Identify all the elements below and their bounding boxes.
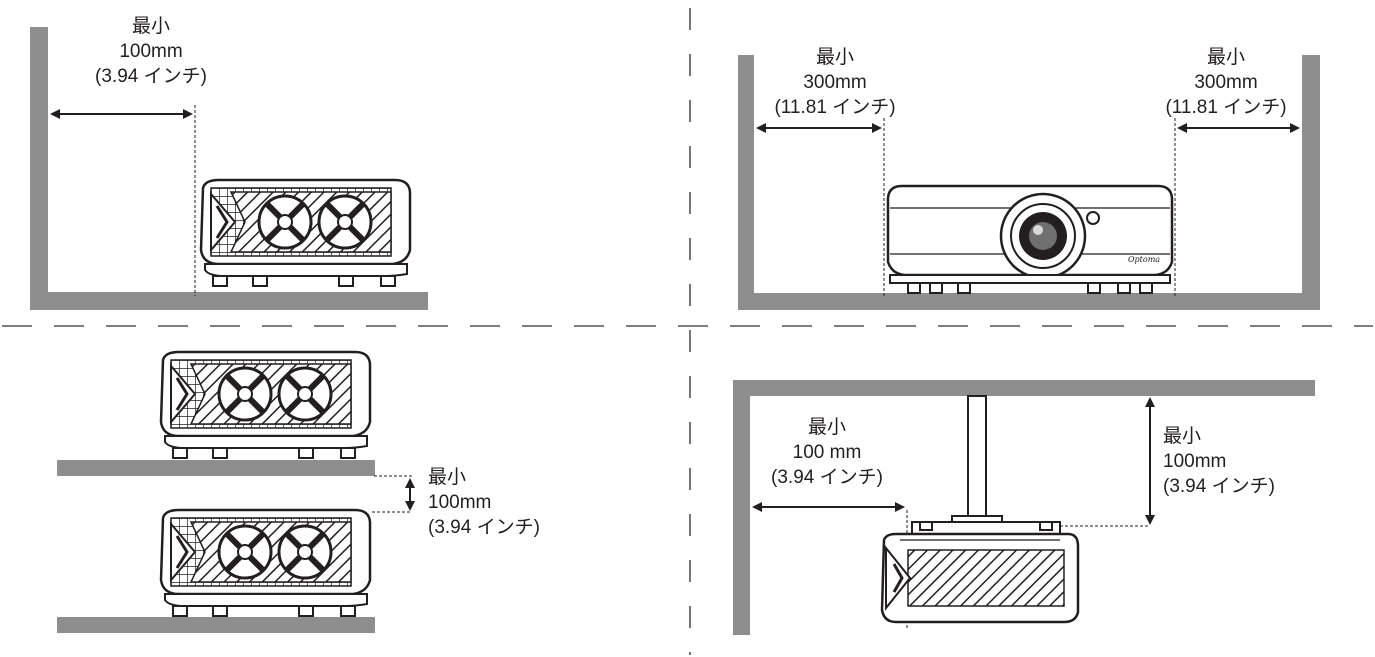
label-distance: 100mm [119, 41, 183, 62]
label-inches: (3.94 インチ) [95, 66, 207, 87]
clearance-label-ceiling-top: 最小 100mm (3.94 インチ) [1163, 424, 1313, 499]
label-inches: (11.81 インチ) [774, 97, 896, 118]
label-distance: 100mm [1163, 451, 1227, 472]
brand-logo: Optoma [1128, 255, 1160, 264]
projector-icon [201, 180, 410, 286]
quadrant-ceiling-clearance [733, 380, 1315, 635]
label-min: 最小 [807, 417, 846, 438]
quadrant-front-clearance: Optoma [738, 55, 1320, 310]
label-min: 最小 [1163, 426, 1202, 447]
projector-icon: Optoma [886, 184, 1174, 294]
shelf-lower [57, 617, 375, 633]
quadrant-dividers [2, 8, 1373, 655]
label-distance: 100 mm [792, 442, 862, 463]
projector-icon [161, 510, 370, 616]
ceiling-mount-pole-icon [951, 395, 1003, 523]
projector-icon [880, 521, 1080, 624]
clearance-label-front-right: 最小 300mm (11.81 インチ) [1146, 45, 1306, 120]
label-distance: 300mm [803, 72, 867, 93]
clearance-label-stacked: 最小 100mm (3.94 インチ) [428, 465, 578, 540]
quadrant-stacked-clearance [57, 352, 415, 633]
shelf-upper [57, 460, 375, 476]
label-distance: 300mm [1194, 72, 1258, 93]
label-inches: (11.81 インチ) [1165, 97, 1287, 118]
label-min: 最小 [131, 16, 170, 37]
projector-icon [161, 352, 370, 458]
label-min: 最小 [428, 467, 467, 488]
label-distance: 100mm [428, 492, 492, 513]
quadrant-side-clearance [30, 27, 428, 310]
label-min: 最小 [815, 47, 854, 68]
label-inches: (3.94 インチ) [771, 467, 883, 488]
clearance-label-side: 最小 100mm (3.94 インチ) [86, 14, 216, 89]
label-min: 最小 [1206, 47, 1245, 68]
clearance-label-front-left: 最小 300mm (11.81 インチ) [755, 45, 915, 120]
label-inches: (3.94 インチ) [1163, 476, 1275, 497]
clearance-label-ceiling-side: 最小 100 mm (3.94 インチ) [757, 415, 897, 490]
label-inches: (3.94 インチ) [428, 517, 540, 538]
